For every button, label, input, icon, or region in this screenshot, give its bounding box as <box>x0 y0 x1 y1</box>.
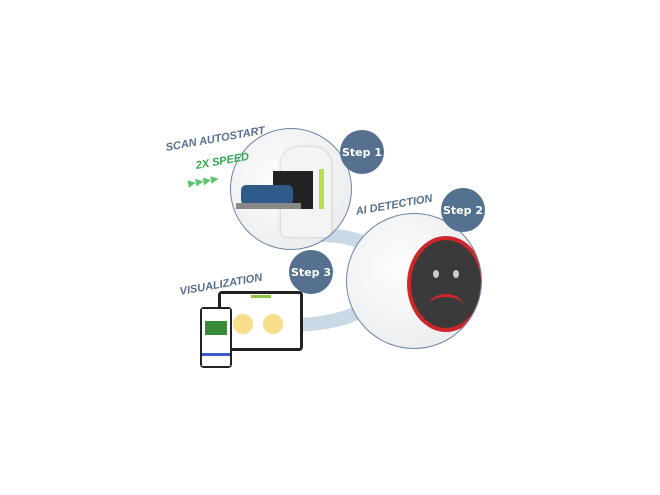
tray <box>236 203 301 209</box>
step-1-badge: Step 1 <box>340 130 384 174</box>
sad-face-display <box>407 236 481 332</box>
tablet-dashboard <box>218 291 303 351</box>
green-light <box>319 169 324 209</box>
step-2-badge: Step 2 <box>441 188 485 232</box>
step-3-badge: Step 3 <box>289 250 333 294</box>
bag <box>241 185 293 205</box>
scanner-image-circle <box>230 128 352 250</box>
ai-detection-image-circle <box>346 213 482 349</box>
phone-dashboard <box>200 307 232 368</box>
